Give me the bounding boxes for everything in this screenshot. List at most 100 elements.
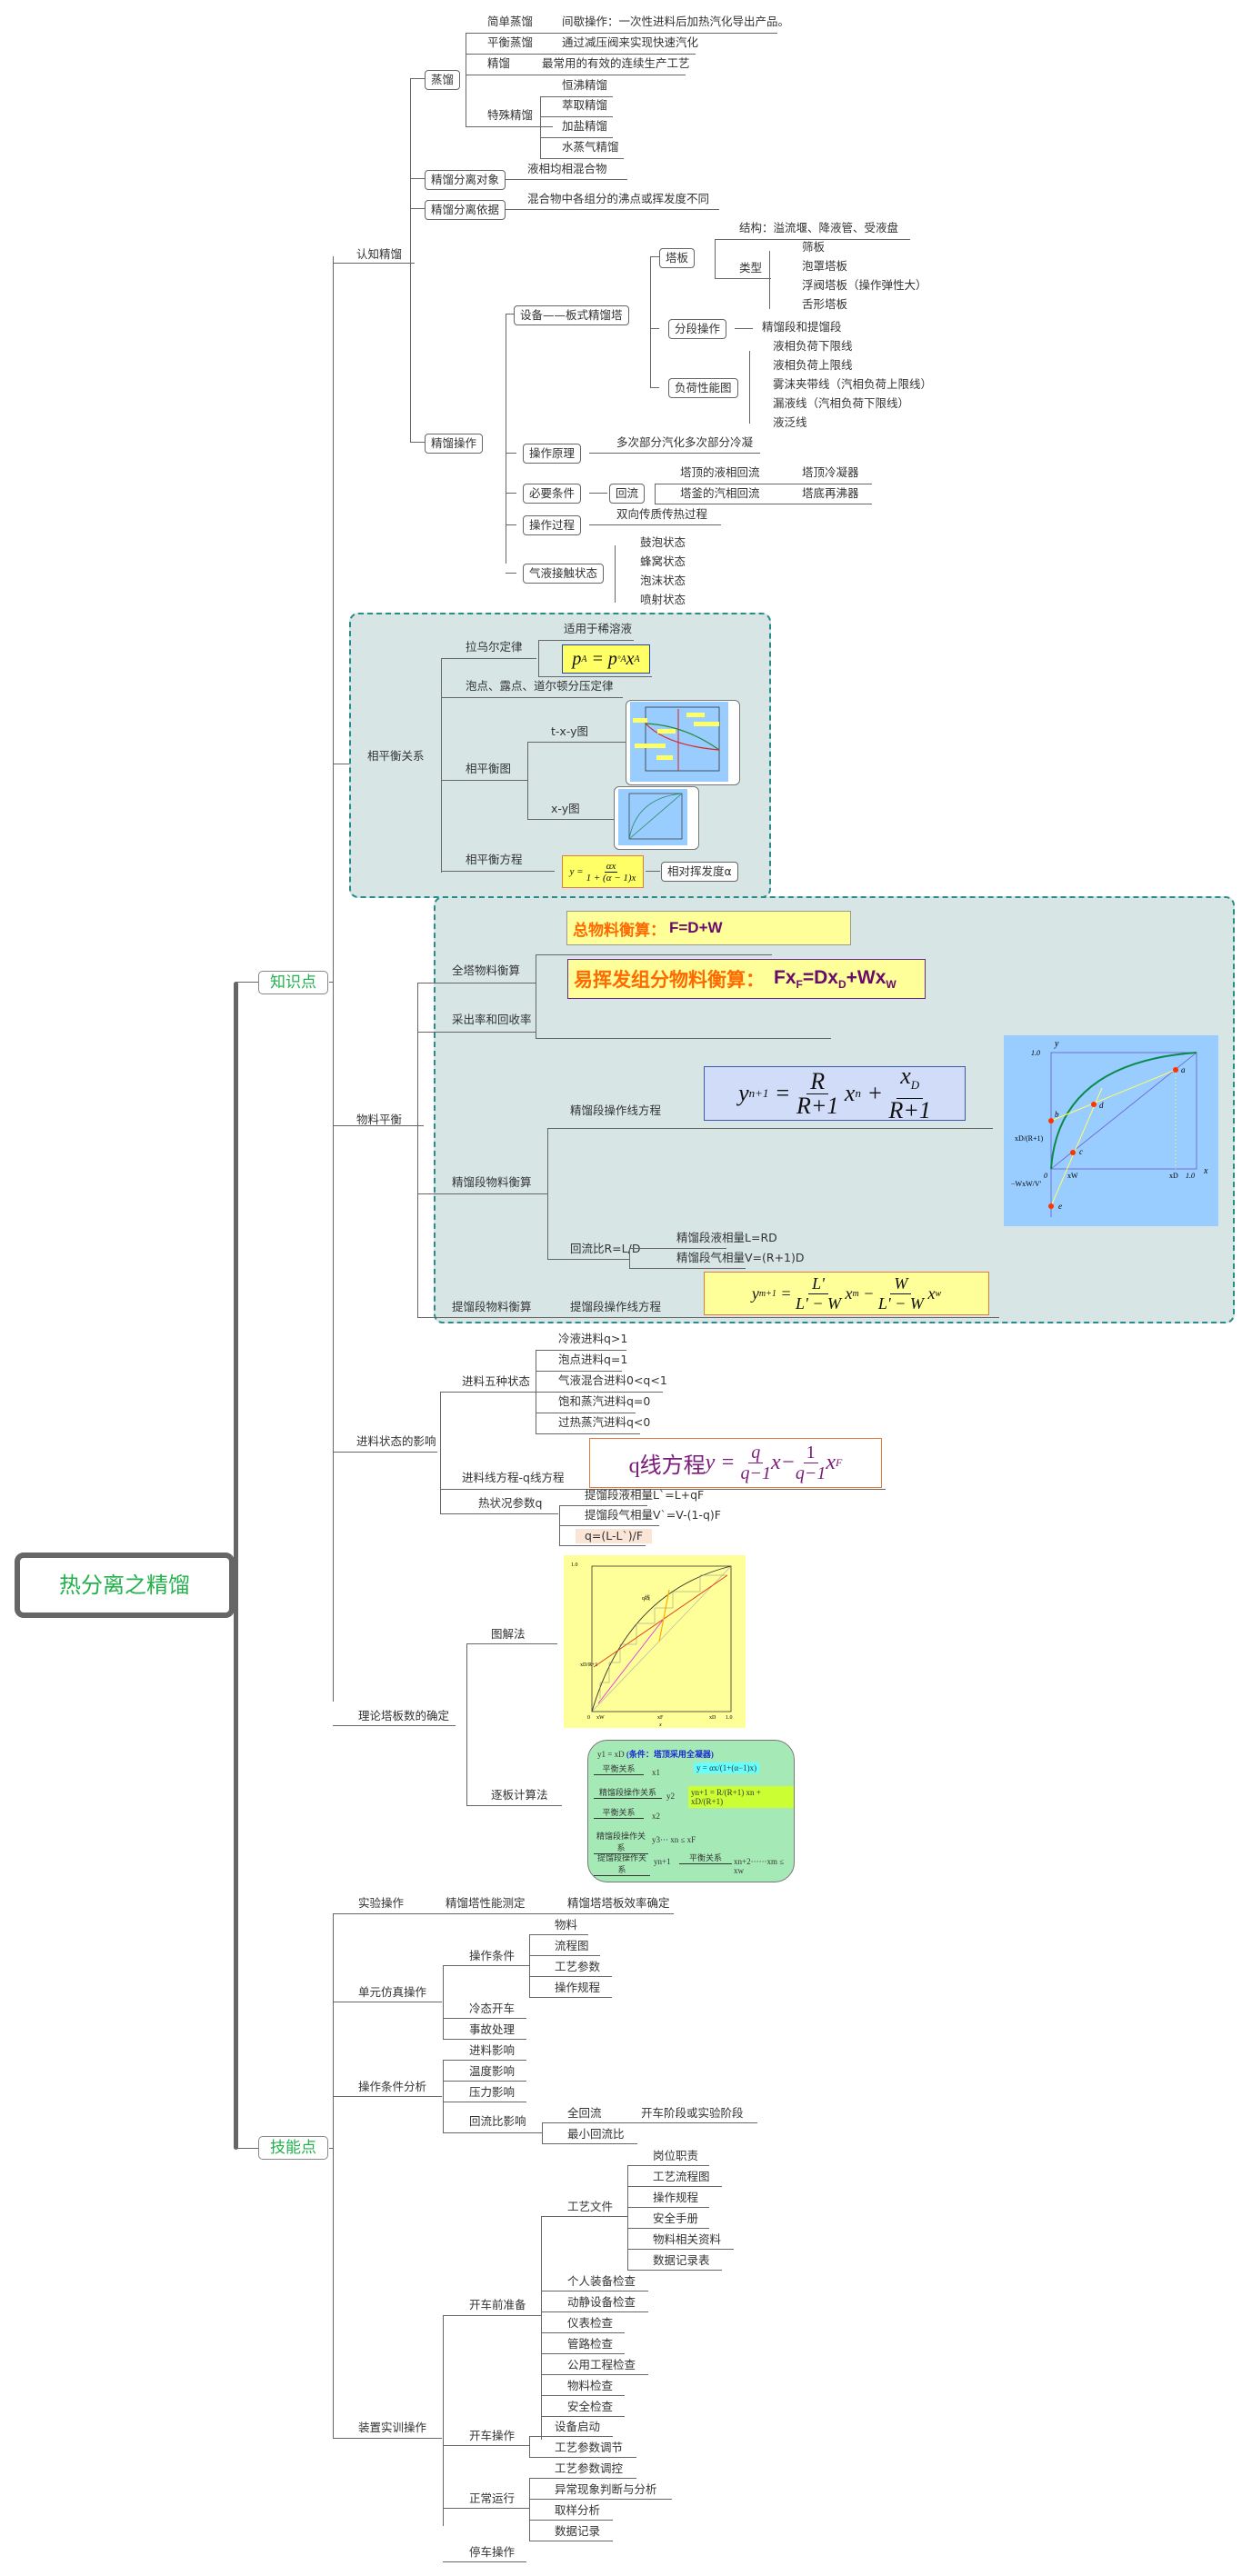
- start-label[interactable]: 开车操作: [469, 2429, 516, 2442]
- label-b: b: [1055, 1110, 1059, 1119]
- ph-4: [441, 871, 555, 872]
- skills-node[interactable]: 技能点: [258, 2136, 328, 2160]
- run-label[interactable]: 正常运行: [469, 2491, 516, 2505]
- equipment-node[interactable]: 设备——板式精馏塔: [514, 305, 629, 325]
- device-label[interactable]: 装置实训操作: [358, 2421, 427, 2434]
- mccabe-thiele-chart[interactable]: 1.0 q线 xD/R+1 0 xW xF xD 1.0 x: [564, 1555, 746, 1728]
- tray-node[interactable]: 塔板: [659, 248, 696, 268]
- rr1: [629, 1248, 726, 1249]
- th3: [559, 1545, 646, 1546]
- simple-distill[interactable]: 简单蒸馏: [487, 15, 534, 28]
- whole-balance-label[interactable]: 全塔物料衡算: [452, 964, 521, 977]
- feed-state: 过热蒸汽进料q<0: [558, 1415, 651, 1429]
- object-node[interactable]: 精馏分离对象: [425, 170, 506, 190]
- load-node[interactable]: 负荷性能图: [668, 378, 738, 398]
- section-node[interactable]: 分段操作: [668, 319, 727, 339]
- analysis-item[interactable]: 压力影响: [469, 2085, 516, 2099]
- reflux-ratio-label[interactable]: 回流比R=L/D: [570, 1242, 641, 1255]
- sim-item[interactable]: 冷态开车: [469, 2002, 516, 2015]
- tick-0: 0: [587, 1715, 590, 1721]
- tick-xd: xD: [1169, 1172, 1178, 1180]
- thermal-item: 提馏段液相量L`=L+qF: [585, 1488, 705, 1502]
- knowledge-node[interactable]: 知识点: [258, 971, 328, 994]
- tray-type: 筛板: [802, 240, 826, 254]
- analysis-label[interactable]: 操作条件分析: [358, 2080, 427, 2093]
- step-method-label[interactable]: 逐板计算法: [491, 1788, 548, 1802]
- equation-label[interactable]: 相平衡方程: [466, 853, 523, 866]
- phase-diagram-label[interactable]: 相平衡图: [466, 762, 512, 775]
- step-line-1: y1 = xD (条件：塔顶采用全凝器): [597, 1748, 714, 1760]
- load-spine: [749, 351, 750, 424]
- principle-node[interactable]: 操作原理: [523, 444, 582, 464]
- fs5: [536, 1433, 640, 1434]
- relative-volatility-node[interactable]: 相对挥发度α: [661, 862, 738, 882]
- sk4: [333, 2438, 442, 2439]
- operating-line-chart[interactable]: y 1.0 a b d c e 0 xW xD 1.0 x xD/(R+1) −…: [1004, 1035, 1218, 1226]
- stop-label[interactable]: 停车操作: [469, 2545, 516, 2559]
- cognize-label[interactable]: 认知精馏: [356, 247, 403, 261]
- basis-node[interactable]: 精馏分离依据: [425, 200, 506, 220]
- contact-item: 鼓泡状态: [640, 535, 686, 549]
- docs-label[interactable]: 工艺文件: [567, 2200, 614, 2213]
- step-y3: y3··· xn ≤ xF: [652, 1835, 696, 1844]
- process-node[interactable]: 操作过程: [523, 515, 582, 535]
- balance-label[interactable]: 物料平衡: [356, 1113, 403, 1126]
- txy-label[interactable]: t-x-y图: [551, 724, 588, 738]
- process-desc: 双向传质传热过程: [616, 507, 708, 521]
- simulation-label[interactable]: 单元仿真操作: [358, 1985, 427, 1999]
- feed-states-label[interactable]: 进料五种状态: [462, 1374, 531, 1388]
- analysis-item[interactable]: 进料影响: [469, 2043, 516, 2057]
- special-distill[interactable]: 特殊精馏: [487, 108, 534, 122]
- experiment-label[interactable]: 实验操作: [358, 1896, 405, 1910]
- analysis-item[interactable]: 温度影响: [469, 2064, 516, 2078]
- xy-label[interactable]: x-y图: [551, 802, 580, 815]
- distill-node[interactable]: 蒸馏: [425, 70, 461, 90]
- contact-node[interactable]: 气液接触状态: [523, 564, 605, 584]
- condition-node[interactable]: 必要条件: [523, 484, 582, 504]
- txy-diagram[interactable]: [630, 702, 728, 782]
- rn3: [529, 2520, 613, 2521]
- raoult-label[interactable]: 拉乌尔定律: [466, 640, 523, 654]
- strip-balance-label[interactable]: 提馏段物料衡算: [452, 1300, 532, 1313]
- tray-structure: 结构：溢流堰、降液管、受液盘: [739, 221, 899, 235]
- point-c: [1070, 1150, 1076, 1155]
- fs3: [536, 1392, 663, 1393]
- xy-diagram[interactable]: [618, 789, 687, 845]
- phase-label[interactable]: 相平衡关系: [367, 749, 425, 763]
- sim-condition-label[interactable]: 操作条件: [469, 1949, 516, 1962]
- recovery-label[interactable]: 采出率和回收率: [452, 1013, 532, 1026]
- root-node[interactable]: 热分离之精馏: [15, 1553, 235, 1618]
- thermal-label[interactable]: 热状况参数q: [478, 1496, 543, 1510]
- strip-line-label[interactable]: 提馏段操作线方程: [570, 1300, 662, 1313]
- rect-balance-label[interactable]: 精馏段物料衡算: [452, 1175, 532, 1189]
- feed-label[interactable]: 进料状态的影响: [356, 1434, 436, 1448]
- reflux-node[interactable]: 回流: [609, 484, 646, 504]
- flash-distill[interactable]: 平衡蒸馏: [487, 35, 534, 49]
- prep-label[interactable]: 开车前准备: [469, 2298, 526, 2311]
- sim-item[interactable]: 事故处理: [469, 2022, 516, 2036]
- txy-bg: [630, 702, 728, 782]
- start-spine: [529, 2436, 530, 2457]
- graphical-method-label[interactable]: 图解法: [491, 1627, 526, 1641]
- operation-node[interactable]: 精馏操作: [425, 434, 484, 454]
- stair-steps: [599, 1574, 727, 1699]
- qline-label[interactable]: 进料线方程-q线方程: [462, 1471, 565, 1484]
- d2: [466, 54, 696, 55]
- plates-label[interactable]: 理论塔板数的确定: [358, 1709, 450, 1722]
- diagonal: [591, 1565, 732, 1712]
- feed-state: 饱和蒸汽进料q=0: [558, 1394, 651, 1408]
- contact-item: 喷射状态: [640, 593, 686, 606]
- rect-distill[interactable]: 精馏: [487, 56, 511, 70]
- step-eq1: y = αx/(1+(α−1)x): [694, 1762, 760, 1773]
- flash-distill-desc: 通过减压阀来实现快速汽化: [562, 35, 699, 49]
- tray-type: 舌形塔板: [802, 297, 848, 311]
- bubble-dew-label[interactable]: 泡点、露点、道尔顿分压定律: [466, 679, 614, 693]
- sim2: [443, 2018, 526, 2019]
- reflux-effect-label[interactable]: 回流比影响: [469, 2114, 526, 2128]
- sp2: [540, 116, 613, 117]
- rect-line-label[interactable]: 精馏段操作线方程: [570, 1103, 662, 1117]
- pi4: [541, 2353, 625, 2354]
- diagonal: [628, 793, 683, 840]
- strip-intercept-label: −WxW/V': [1011, 1180, 1042, 1188]
